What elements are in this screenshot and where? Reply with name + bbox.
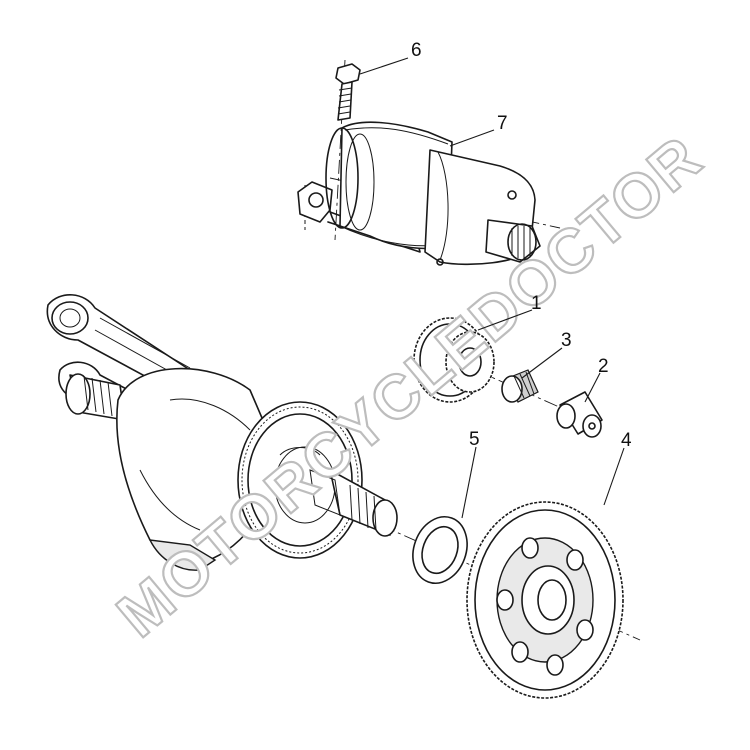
crankshaft-assembly <box>46 294 398 571</box>
callout-3: 3 <box>561 330 572 351</box>
starter-clutch-gear <box>466 501 624 699</box>
needle-bearing <box>501 369 539 403</box>
callout-labels: 1 2 3 4 5 6 7 <box>411 40 632 451</box>
idler-shaft <box>556 391 603 438</box>
callout-leaders <box>359 57 625 519</box>
starter-motor <box>297 121 541 266</box>
starter-bolt <box>335 63 361 121</box>
callout-5: 5 <box>469 429 480 450</box>
callout-4: 4 <box>621 430 632 451</box>
callout-6: 6 <box>411 40 422 61</box>
callout-7: 7 <box>497 113 508 134</box>
callout-2: 2 <box>598 356 609 377</box>
callout-1: 1 <box>531 293 542 314</box>
washer <box>412 516 468 584</box>
idler-gear <box>413 317 495 403</box>
